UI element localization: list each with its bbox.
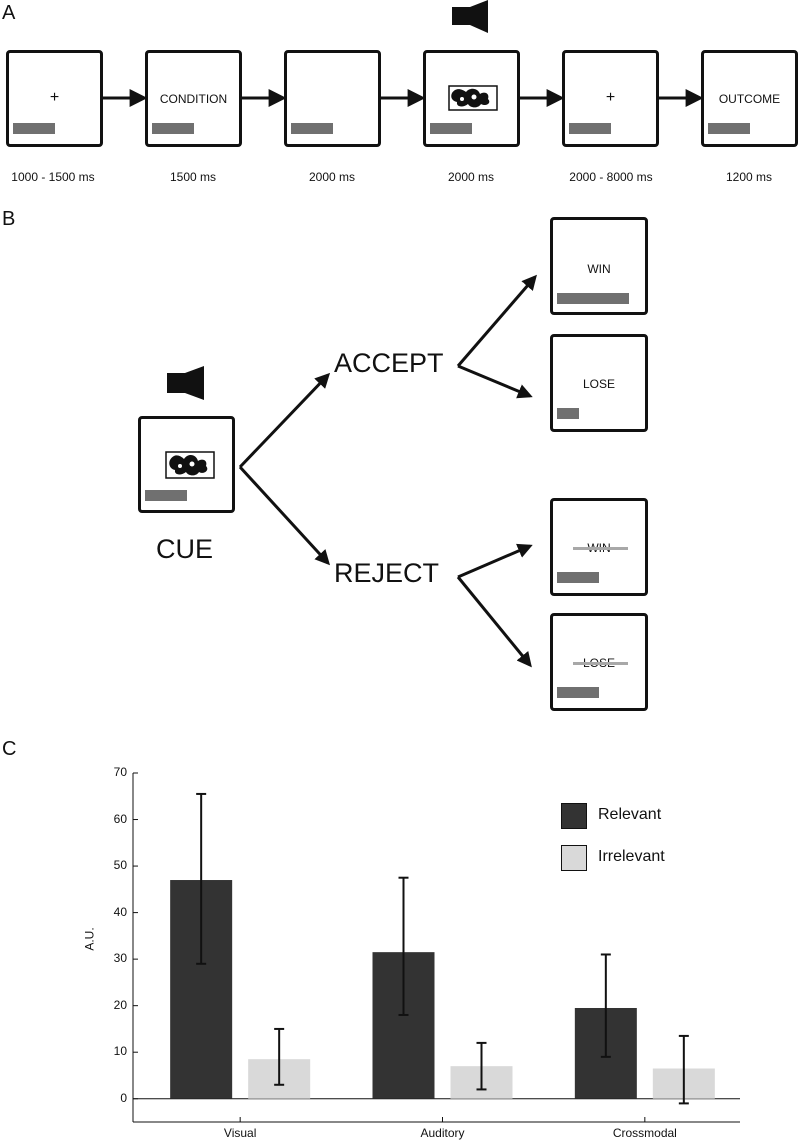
gray-bar: [430, 123, 472, 134]
legend-label-relevant: Relevant: [598, 806, 662, 823]
panel-label-a: A: [2, 2, 16, 24]
y-tick-label: 50: [113, 858, 127, 873]
cue-box: [138, 416, 235, 513]
arrow-reject-lose: [456, 576, 532, 668]
duration-4: 2000 ms: [447, 170, 495, 184]
accept-label: ACCEPT: [334, 348, 444, 378]
gray-bar-small: [557, 408, 579, 419]
gray-bar-large: [557, 293, 629, 304]
reject-label: REJECT: [334, 558, 440, 588]
timeline-box-outcome: OUTCOME: [701, 50, 798, 147]
speaker-icon-a: [452, 0, 488, 33]
arrow-cue-reject: [238, 465, 331, 566]
x-tick-label: Auditory: [420, 1126, 465, 1140]
condition-text: CONDITION: [159, 92, 228, 106]
gray-bar: [557, 687, 599, 698]
y-tick-label: 0: [120, 1090, 127, 1105]
fixation-cross: +: [49, 89, 60, 106]
outcome-box-reject-lose: LOSE: [550, 613, 648, 711]
panel-label-c: C: [2, 738, 17, 760]
strikethrough-line: [573, 547, 628, 550]
noise-image-icon: [165, 451, 215, 479]
outcome-box-reject-win: WIN: [550, 498, 648, 596]
fixation-cross: +: [605, 89, 616, 106]
arrow-accept-lose: [457, 364, 533, 399]
noise-image-icon: [448, 85, 498, 111]
duration-2: 1500 ms: [169, 170, 217, 184]
cue-label: CUE: [156, 534, 214, 564]
gray-bar: [569, 123, 611, 134]
speaker-icon-b: [167, 366, 204, 400]
y-tick-label: 30: [113, 951, 127, 966]
y-tick-label: 20: [113, 997, 127, 1012]
outcome-box-accept-lose: LOSE: [550, 334, 648, 432]
y-axis-label: A.U.: [82, 927, 97, 951]
bar-chart: [132, 772, 740, 1123]
legend-label-irrelevant: Irrelevant: [598, 848, 665, 865]
panel-label-b: B: [2, 208, 16, 230]
timeline-box-fixation-2: +: [562, 50, 659, 147]
arrow-cue-accept: [238, 372, 331, 469]
arrow-reject-win: [457, 543, 533, 579]
duration-5: 2000 - 8000 ms: [569, 170, 653, 184]
y-tick-label: 70: [113, 765, 127, 779]
timeline-box-cue: [423, 50, 520, 147]
x-tick-label: Crossmodal: [612, 1126, 677, 1140]
lose-text: LOSE: [582, 377, 615, 391]
gray-bar: [152, 123, 194, 134]
outcome-box-accept-win: WIN: [550, 217, 648, 315]
y-tick-label: 40: [113, 904, 127, 919]
win-text: WIN: [587, 262, 611, 276]
gray-bar: [291, 123, 333, 134]
duration-6: 1200 ms: [725, 170, 773, 184]
timeline-box-blank: [284, 50, 381, 147]
outcome-text: OUTCOME: [718, 92, 781, 106]
timeline-box-condition: CONDITION: [145, 50, 242, 147]
duration-3: 2000 ms: [308, 170, 356, 184]
duration-1: 1000 - 1500 ms: [11, 170, 95, 184]
arrow-accept-win: [456, 274, 537, 367]
y-tick-label: 10: [113, 1044, 127, 1059]
gray-bar: [708, 123, 750, 134]
legend-swatch-irrelevant: [561, 845, 587, 871]
strikethrough-line: [573, 662, 628, 665]
gray-bar: [145, 490, 187, 501]
x-tick-label: Visual: [223, 1126, 257, 1140]
legend-swatch-relevant: [561, 803, 587, 829]
gray-bar: [13, 123, 55, 134]
y-tick-label: 60: [113, 811, 127, 826]
gray-bar: [557, 572, 599, 583]
timeline-box-fixation: +: [6, 50, 103, 147]
